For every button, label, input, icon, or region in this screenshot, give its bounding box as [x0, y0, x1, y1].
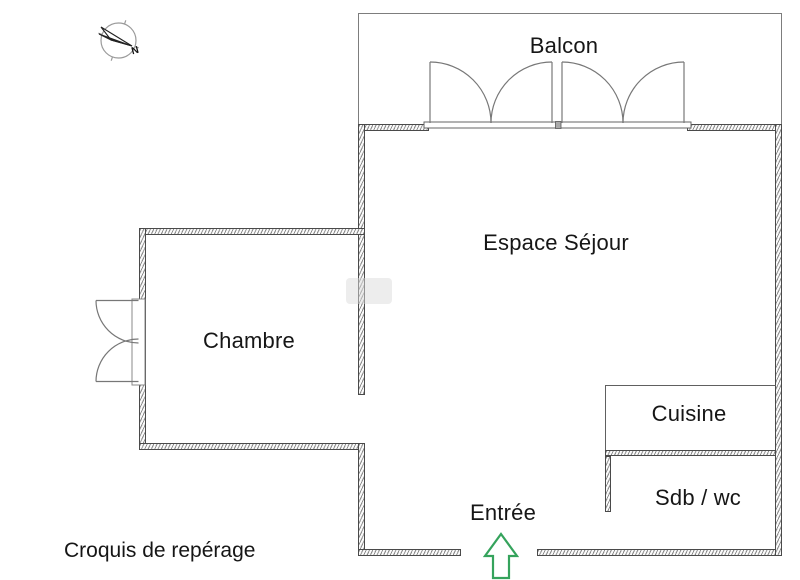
wall-entree-left — [358, 443, 365, 556]
room-label-cuisine: Cuisine — [651, 400, 727, 426]
wall-sejour-top-right — [687, 124, 782, 131]
wall-cuisine-sdb-divider — [605, 450, 776, 456]
entrance-arrow-icon — [483, 532, 519, 580]
plan-caption: Croquis de repérage — [64, 539, 256, 562]
room-label-chambre: Chambre — [203, 327, 295, 353]
door-sill-right — [558, 121, 692, 129]
wall-sejour-top-left — [358, 124, 429, 131]
room-label-balcon: Balcon — [529, 32, 599, 58]
room-label-sdb-wc: Sdb / wc — [655, 484, 741, 510]
compass-north-label: N — [130, 45, 140, 57]
wall-chambre-top — [139, 228, 365, 235]
window-sill — [131, 298, 146, 386]
door-sill-left — [423, 121, 557, 129]
cuisine-left-line — [605, 385, 606, 450]
wall-right — [775, 124, 782, 556]
wall-bottom-left-of-entrance — [358, 549, 461, 556]
room-label-entree: Entrée — [469, 499, 537, 525]
balcony-door-2 — [561, 61, 685, 124]
balcony-door-1 — [429, 61, 553, 124]
compass-needle-black-half — [98, 33, 133, 47]
compass-icon: N — [98, 20, 140, 61]
wall-chambre-bottom — [139, 443, 365, 450]
balcony-french-doors — [423, 61, 692, 129]
watermark-artifact — [346, 278, 392, 304]
cuisine-top-line — [605, 385, 776, 386]
chambre-window — [95, 298, 146, 386]
door-mullion — [555, 121, 562, 129]
wall-bottom-right-of-entrance — [537, 549, 782, 556]
wall-sdb-left — [605, 456, 611, 512]
wall-sejour-chambre-shared — [358, 124, 365, 395]
room-label-sejour: Espace Séjour — [483, 229, 629, 255]
